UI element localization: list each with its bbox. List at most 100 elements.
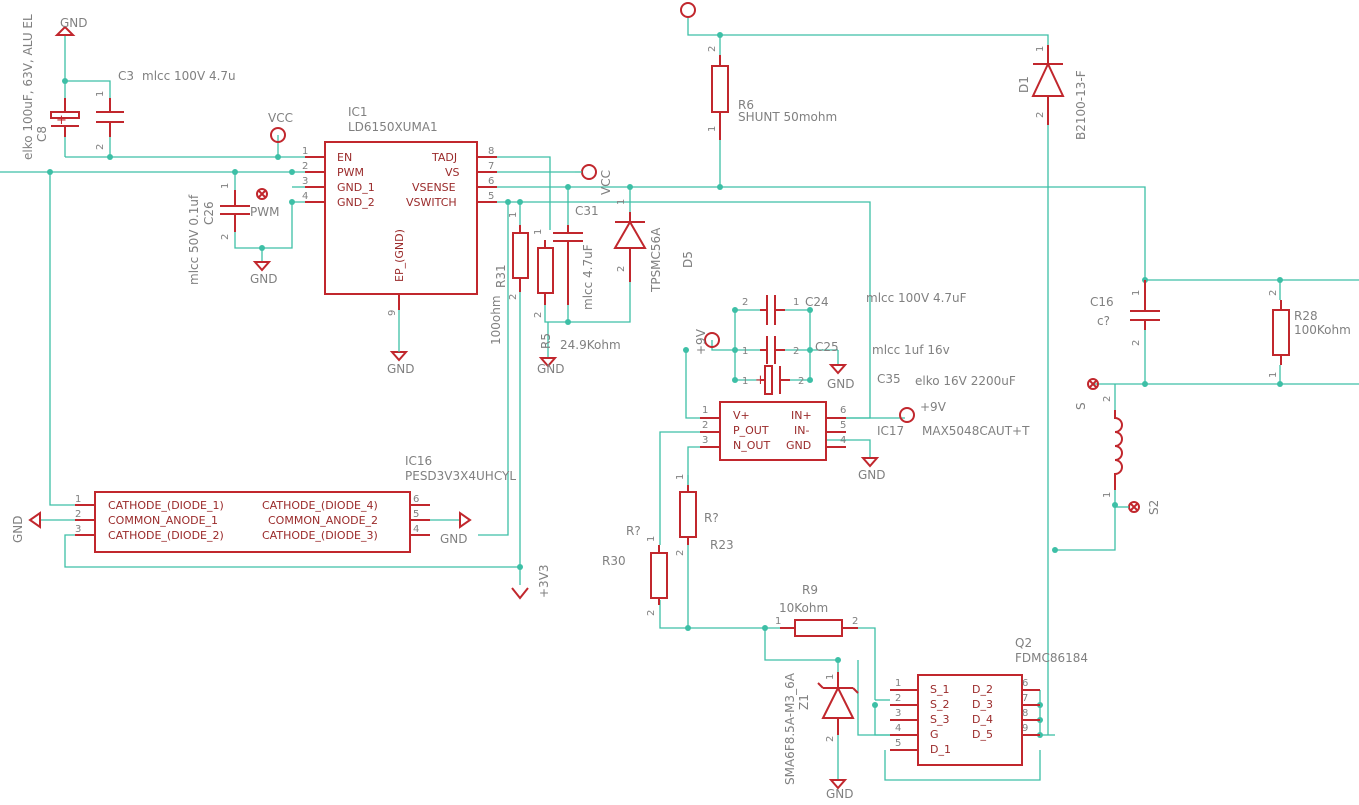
ic17-pin-pout: P_OUT <box>733 424 769 437</box>
ic16-pin-anode2: COMMON_ANODE_2 <box>268 514 378 527</box>
q2-value: FDMC86184 <box>1015 651 1088 665</box>
vcc-connector-1[interactable]: VCC <box>268 111 293 143</box>
vcc1-label: VCC <box>268 111 293 125</box>
junction <box>627 184 633 190</box>
c35-capacitor[interactable]: + 1 2 C35 elko 16V 2200uF <box>742 365 1016 395</box>
c24-capacitor[interactable]: 2 1 C24 mlcc 100V 4.7uF <box>742 291 967 325</box>
r30-name: R30 <box>602 554 626 568</box>
c26-capacitor[interactable]: 1 2 C26 mlcc 50V 0.1uf <box>187 183 250 285</box>
svg-text:3: 3 <box>302 176 308 187</box>
svg-text:2: 2 <box>702 420 708 431</box>
junction <box>259 245 265 251</box>
c25-value: mlcc 1uf 16v <box>872 343 950 357</box>
ic16-name: IC16 <box>405 454 432 468</box>
gnd-ic1-label: GND <box>387 362 415 376</box>
svg-text:4: 4 <box>840 435 846 446</box>
r30-resistor[interactable]: 1 2 R? R30 <box>602 524 668 616</box>
svg-text:2: 2 <box>1035 112 1046 118</box>
ic17-chip[interactable]: 1 2 3 6 5 4 V+ P_OUT N_OUT IN+ IN- GND I… <box>700 401 1030 461</box>
vcc-connector-2[interactable]: VCC <box>575 164 613 195</box>
r28-name: R28 <box>1294 309 1318 323</box>
r9-name: R9 <box>802 583 818 597</box>
r31-name: R31 <box>494 264 508 288</box>
inductor-s[interactable]: 2 1 <box>1102 396 1123 498</box>
junction <box>807 377 813 383</box>
c31-capacitor[interactable]: C31 mlcc 4.7uF <box>553 204 599 310</box>
c31-value: mlcc 4.7uF <box>581 244 595 310</box>
ic17-pin-inminus: IN- <box>794 424 809 437</box>
d1-name: D1 <box>1017 76 1031 93</box>
ic17-value: MAX5048CAUT+T <box>922 424 1030 438</box>
junctions <box>47 32 1283 738</box>
svg-text:7: 7 <box>488 161 494 172</box>
svg-text:2: 2 <box>508 294 519 300</box>
s2-label: S2 <box>1147 500 1161 515</box>
junction <box>683 347 689 353</box>
r28-resistor[interactable]: 2 1 R28 100Kohm <box>1268 290 1351 378</box>
svg-text:2: 2 <box>793 346 799 357</box>
ic16-chip[interactable]: 1 2 3 6 5 4 CATHODE_(DIODE_1) COMMON_ANO… <box>75 454 516 553</box>
c3-capacitor[interactable]: 1 2 C3 mlcc 100V 4.7u <box>95 69 236 150</box>
svg-text:1: 1 <box>742 376 748 387</box>
r31-resistor[interactable]: 1 2 R31 100ohm <box>489 212 529 345</box>
c25-name: C25 <box>815 340 839 354</box>
svg-text:1: 1 <box>646 536 657 542</box>
c35-name: C35 <box>877 372 901 386</box>
r23-resistor[interactable]: 1 2 R? R23 <box>675 474 734 556</box>
vcc2-label: VCC <box>599 170 613 195</box>
ic1-value: LD6150XUMA1 <box>348 120 438 134</box>
svg-text:1: 1 <box>95 91 106 97</box>
r5-resistor[interactable]: 1 2 R5 24.9Kohm <box>533 229 621 352</box>
s2-testpoint[interactable]: S2 <box>1115 500 1161 515</box>
junction <box>1052 547 1058 553</box>
d5-diode[interactable]: 1 2 D5 TPSMC56A <box>613 199 695 293</box>
q2-pin-s2: S_2 <box>930 698 949 711</box>
svg-text:5: 5 <box>895 738 901 749</box>
svg-text:2: 2 <box>852 616 858 627</box>
p9v-right-connector[interactable]: +9V <box>899 400 947 423</box>
c24-name: C24 <box>805 295 829 309</box>
p3v3-label: +3V3 <box>537 564 551 598</box>
svg-text:3: 3 <box>75 524 81 535</box>
pwm-testpoint[interactable]: PWM <box>250 188 279 219</box>
svg-text:1: 1 <box>1102 492 1113 498</box>
svg-text:5: 5 <box>488 191 494 202</box>
svg-text:2: 2 <box>707 46 718 52</box>
junction <box>47 169 53 175</box>
d1-value: B2100-13-F <box>1074 70 1088 140</box>
svg-text:2: 2 <box>302 161 308 172</box>
svg-text:2: 2 <box>533 312 544 318</box>
gnd-z1-symbol: GND <box>826 779 854 801</box>
ic16-pin-cathode2: CATHODE_(DIODE_2) <box>108 529 224 542</box>
ic17-pin-vplus: V+ <box>733 409 750 422</box>
p9v-left-label: +9V <box>694 328 708 355</box>
ic1-name: IC1 <box>348 105 368 119</box>
r6-resistor[interactable]: 2 1 R6 SHUNT 50mohm <box>707 46 837 140</box>
junction <box>835 657 841 663</box>
svg-text:2: 2 <box>675 550 686 556</box>
top-connector[interactable] <box>680 2 696 18</box>
r9-resistor[interactable]: 1 2 R9 10Kohm <box>775 583 858 637</box>
junction <box>807 347 813 353</box>
ic1-chip[interactable]: 1 2 3 4 8 7 6 5 9 EN PWM GND_1 GND_2 TAD… <box>302 105 497 316</box>
d1-diode[interactable]: 1 2 D1 B2100-13-F <box>1017 45 1088 140</box>
c8-value: elko 100uF, 63V, ALU EL <box>21 14 35 160</box>
r9-value: 10Kohm <box>779 601 828 615</box>
p9v-left-connector[interactable]: +9V <box>694 328 720 355</box>
svg-text:1: 1 <box>508 212 519 218</box>
c26-value: mlcc 50V 0.1uf <box>187 194 201 285</box>
svg-text:2: 2 <box>95 144 106 150</box>
c25-capacitor[interactable]: 1 2 C25 mlcc 1uf 16v <box>742 336 950 364</box>
q2-mosfet[interactable]: 1 2 3 4 5 6 7 8 9 S_1 S_2 S_3 G D_1 D_2 … <box>890 636 1088 766</box>
gnd-ic16-label: GND <box>440 532 468 546</box>
ic1-pin-ep: EP_(GND) <box>393 229 406 282</box>
ic1-pin-vswitch: VSWITCH <box>406 196 457 209</box>
ic16-value: PESD3V3X4UHCYL <box>405 469 516 483</box>
z1-zener[interactable]: 1 2 Z1 SMA6F8.5A-M3_6A <box>783 672 859 785</box>
c8-capacitor[interactable]: + C8 elko 100uF, 63V, ALU EL <box>21 14 80 160</box>
gnd-ic17-label: GND <box>858 468 886 482</box>
c16-right-capacitor[interactable]: 1 2 C16 c? <box>1090 280 1160 346</box>
s-testpoint[interactable]: S <box>1074 378 1099 410</box>
svg-text:2: 2 <box>220 234 231 240</box>
